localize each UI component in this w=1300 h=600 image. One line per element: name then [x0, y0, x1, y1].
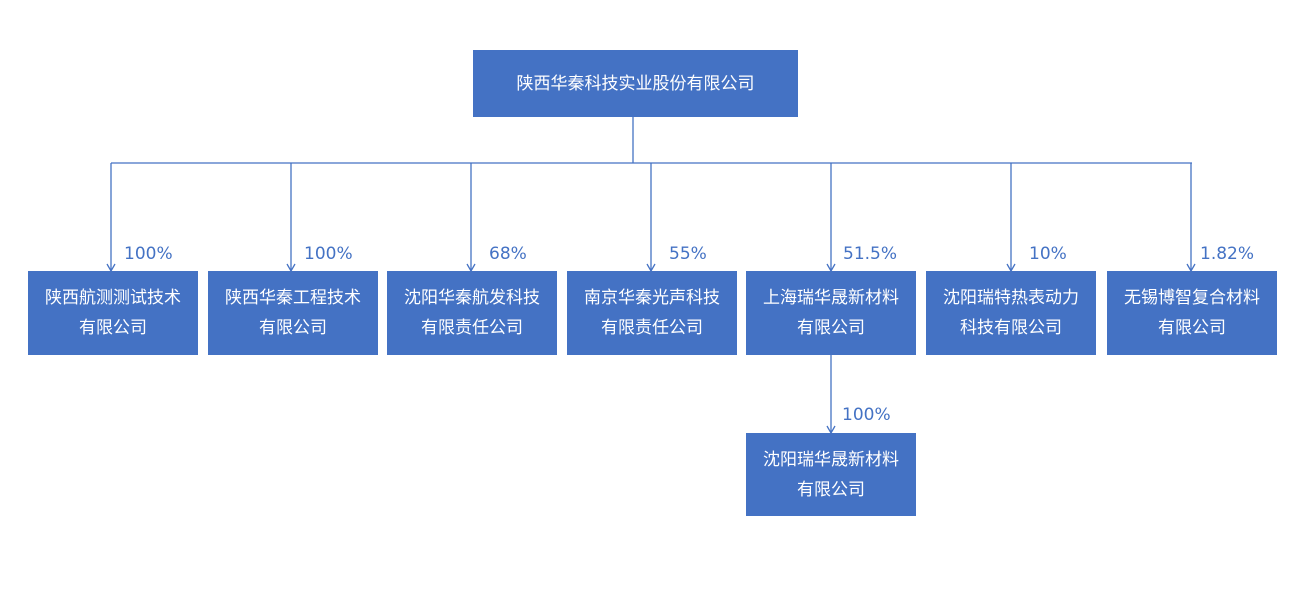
share-label-2: 100%	[304, 244, 353, 264]
child-node-3: 沈阳华秦航发科技 有限责任公司	[387, 271, 557, 355]
child-node-5: 上海瑞华晟新材料 有限公司	[746, 271, 916, 355]
root-node: 陕西华秦科技实业股份有限公司	[473, 50, 798, 117]
child-node-4-line2: 有限责任公司	[601, 318, 703, 338]
child-node-2-line2: 有限公司	[259, 318, 327, 338]
grandchild-node-line2: 有限公司	[797, 479, 865, 500]
child-node-4: 南京华秦光声科技 有限责任公司	[567, 271, 737, 355]
child-node-7: 无锡博智复合材料 有限公司	[1107, 271, 1277, 355]
child-node-5-line1: 上海瑞华晟新材料	[763, 288, 899, 308]
share-label-4: 55%	[669, 244, 707, 264]
child-node-1-line2: 有限公司	[79, 318, 147, 338]
child-node-2-line1: 陕西华秦工程技术	[225, 288, 361, 308]
share-label-3: 68%	[489, 244, 527, 264]
child-node-5-line2: 有限公司	[797, 318, 865, 338]
grandchild-node-line1: 沈阳瑞华晟新材料	[763, 449, 899, 470]
child-node-4-line1: 南京华秦光声科技	[584, 288, 720, 308]
child-node-3-line2: 有限责任公司	[421, 318, 523, 338]
child-node-6-line2: 科技有限公司	[960, 318, 1062, 338]
child-node-7-line1: 无锡博智复合材料	[1124, 288, 1260, 308]
root-node-label: 陕西华秦科技实业股份有限公司	[516, 73, 755, 94]
child-node-2: 陕西华秦工程技术 有限公司	[208, 271, 378, 355]
child-node-6-line1: 沈阳瑞特热表动力	[943, 288, 1079, 308]
share-label-5: 51.5%	[843, 244, 898, 264]
child-node-7-line2: 有限公司	[1158, 318, 1226, 338]
share-label-6: 10%	[1029, 244, 1067, 264]
child-node-6: 沈阳瑞特热表动力 科技有限公司	[926, 271, 1096, 355]
share-label-grandchild: 100%	[842, 405, 891, 425]
child-node-3-line1: 沈阳华秦航发科技	[404, 288, 540, 308]
share-label-7: 1.82%	[1200, 244, 1255, 264]
child-node-1-line1: 陕西航测测试技术	[45, 288, 181, 308]
share-label-1: 100%	[124, 244, 173, 264]
child-node-1: 陕西航测测试技术 有限公司	[28, 271, 198, 355]
grandchild-node: 沈阳瑞华晟新材料 有限公司	[746, 433, 916, 516]
